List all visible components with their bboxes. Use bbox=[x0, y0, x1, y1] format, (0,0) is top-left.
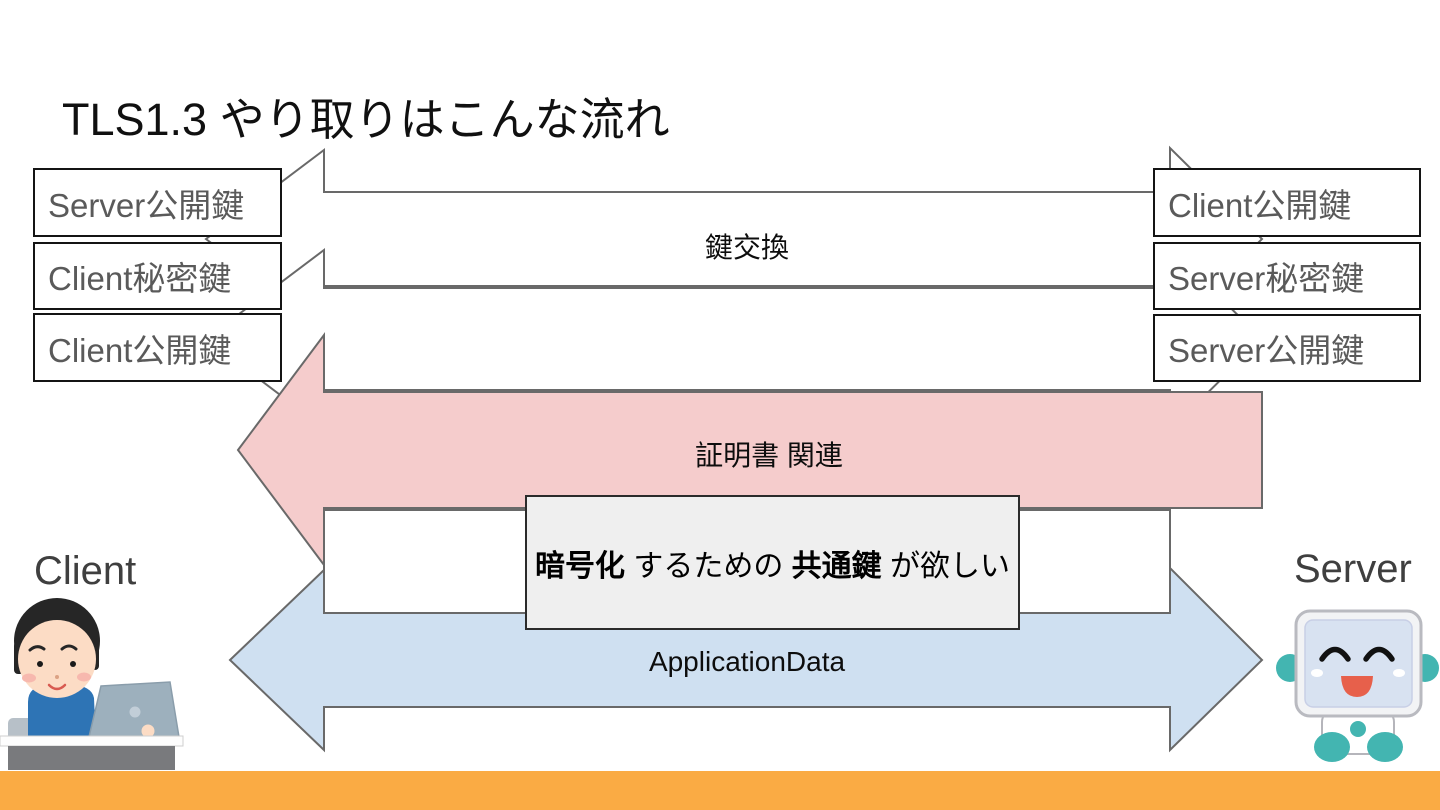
callout-segment: が欲しい bbox=[881, 549, 1010, 583]
shared-key-callout: 暗号化 するための 共通鍵 が欲しい bbox=[525, 495, 1020, 630]
application-data-label: ApplicationData bbox=[648, 646, 846, 677]
callout-segment: するための bbox=[624, 549, 792, 583]
person-eyebrow-left bbox=[28, 645, 46, 652]
person-blush-right bbox=[77, 672, 91, 682]
client-illustration bbox=[0, 598, 184, 770]
desk-panel bbox=[8, 746, 175, 770]
person-eyebrow-right bbox=[60, 644, 78, 651]
server-illustration bbox=[1276, 609, 1439, 762]
shared-key-callout-text: 暗号化 するための 共通鍵 が欲しい bbox=[535, 541, 1010, 585]
footer-accent-bar bbox=[0, 771, 1440, 810]
page-title: TLS1.3 やり取りはこんな流れ bbox=[62, 94, 670, 145]
person-eye-left bbox=[37, 661, 43, 667]
client-actor-label: Client bbox=[34, 549, 137, 593]
robot-button bbox=[1350, 721, 1366, 737]
key-label: Server公開鍵 bbox=[1168, 332, 1365, 369]
desk-top bbox=[0, 735, 184, 747]
robot-eye-left bbox=[1319, 646, 1351, 662]
client-key-box-server-public: Server公開鍵 bbox=[33, 168, 282, 237]
robot-cheek-left bbox=[1311, 669, 1323, 677]
client-key-box-client-public: Client公開鍵 bbox=[33, 313, 282, 382]
server-key-box-server-public: Server公開鍵 bbox=[1153, 314, 1421, 382]
certificate-label: 証明書 関連 bbox=[695, 440, 843, 471]
server-key-box-server-private: Server秘密鍵 bbox=[1153, 242, 1421, 310]
key-label: Client公開鍵 bbox=[1168, 186, 1352, 224]
person-hand bbox=[141, 724, 155, 738]
key-exchange-label: 鍵交換 bbox=[704, 232, 789, 263]
key-label: Server公開鍵 bbox=[48, 186, 245, 224]
robot-screen bbox=[1304, 619, 1413, 708]
person-nose bbox=[55, 675, 59, 679]
robot-eye-right bbox=[1363, 646, 1395, 662]
robot-foot-left bbox=[1314, 732, 1350, 762]
callout-segment: 暗号化 bbox=[534, 549, 625, 583]
server-actor-label: Server bbox=[1294, 547, 1412, 591]
person-face bbox=[18, 620, 96, 698]
client-key-box-client-private: Client秘密鍵 bbox=[33, 242, 282, 310]
person-mouth bbox=[47, 683, 67, 691]
callout-segment: 共通鍵 bbox=[791, 549, 882, 583]
person-torso bbox=[28, 684, 96, 744]
robot-cheek-right bbox=[1393, 669, 1405, 677]
person-eye-right bbox=[70, 661, 76, 667]
key-label: Client公開鍵 bbox=[48, 331, 232, 369]
robot-foot-right bbox=[1367, 732, 1403, 762]
server-key-box-client-public: Client公開鍵 bbox=[1153, 168, 1421, 237]
person-blush-left bbox=[22, 673, 36, 683]
key-label: Client秘密鍵 bbox=[48, 260, 232, 297]
key-label: Server秘密鍵 bbox=[1168, 260, 1365, 297]
laptop-logo bbox=[129, 706, 141, 718]
robot-mouth bbox=[1341, 676, 1373, 697]
